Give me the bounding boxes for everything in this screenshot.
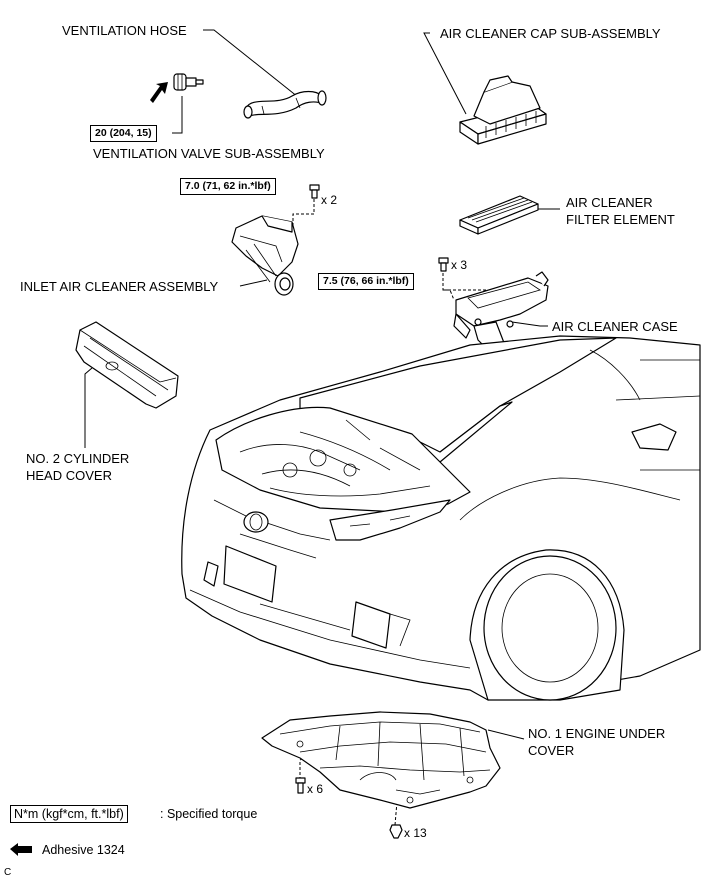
adhesive-arrow-icon (150, 82, 168, 103)
cylinder-head-cover-icon (75, 321, 179, 409)
case-torque-box: 7.5 (76, 66 in.*lbf) (318, 273, 414, 290)
leader-lines (84, 29, 560, 740)
cover-clip-icon (389, 824, 403, 839)
case-bolt-quantity: x 3 (451, 258, 468, 272)
cover-bolt-quantity: x 6 (307, 782, 324, 796)
inlet-air-cleaner-icon (231, 215, 299, 296)
air-cleaner-case-label: AIR CLEANER CASE (552, 319, 678, 334)
legend-adhesive-label: Adhesive 1324 (42, 843, 125, 857)
valve-torque-box: 20 (204, 15) (90, 125, 157, 142)
corner-code: C (4, 867, 12, 878)
case-bolt-icon (438, 257, 449, 272)
legend-adhesive-arrow-icon (10, 843, 32, 856)
air-cleaner-cap-label: AIR CLEANER CAP SUB-ASSEMBLY (440, 26, 661, 41)
inlet-air-cleaner-label: INLET AIR CLEANER ASSEMBLY (20, 279, 219, 294)
legend-torque-description: : Specified torque (160, 807, 258, 821)
inlet-bolt-icon (309, 184, 320, 199)
air-cleaner-cap-icon (459, 75, 547, 145)
inlet-torque-box: 7.0 (71, 62 in.*lbf) (180, 178, 276, 195)
cylinder-head-cover-label: NO. 2 CYLINDER HEAD COVER (26, 451, 130, 483)
cover-clip-quantity: x 13 (404, 826, 427, 840)
vehicle-front-icon (181, 335, 701, 701)
air-cleaner-filter-label: AIR CLEANER FILTER ELEMENT (566, 195, 675, 227)
cover-bolt-icon (295, 777, 306, 794)
ventilation-valve-label: VENTILATION VALVE SUB-ASSEMBLY (93, 146, 325, 161)
ventilation-valve-icon (173, 73, 204, 91)
ventilation-hose-icon (243, 90, 327, 119)
engine-under-cover-icon (261, 711, 501, 809)
engine-under-cover-label: NO. 1 ENGINE UNDER COVER (528, 726, 666, 758)
inlet-bolt-quantity: x 2 (321, 193, 338, 207)
legend-torque-units: N*m (kgf*cm, ft.*lbf) (10, 805, 128, 823)
ventilation-hose-label: VENTILATION HOSE (62, 23, 187, 38)
air-filter-element-icon (459, 195, 539, 235)
